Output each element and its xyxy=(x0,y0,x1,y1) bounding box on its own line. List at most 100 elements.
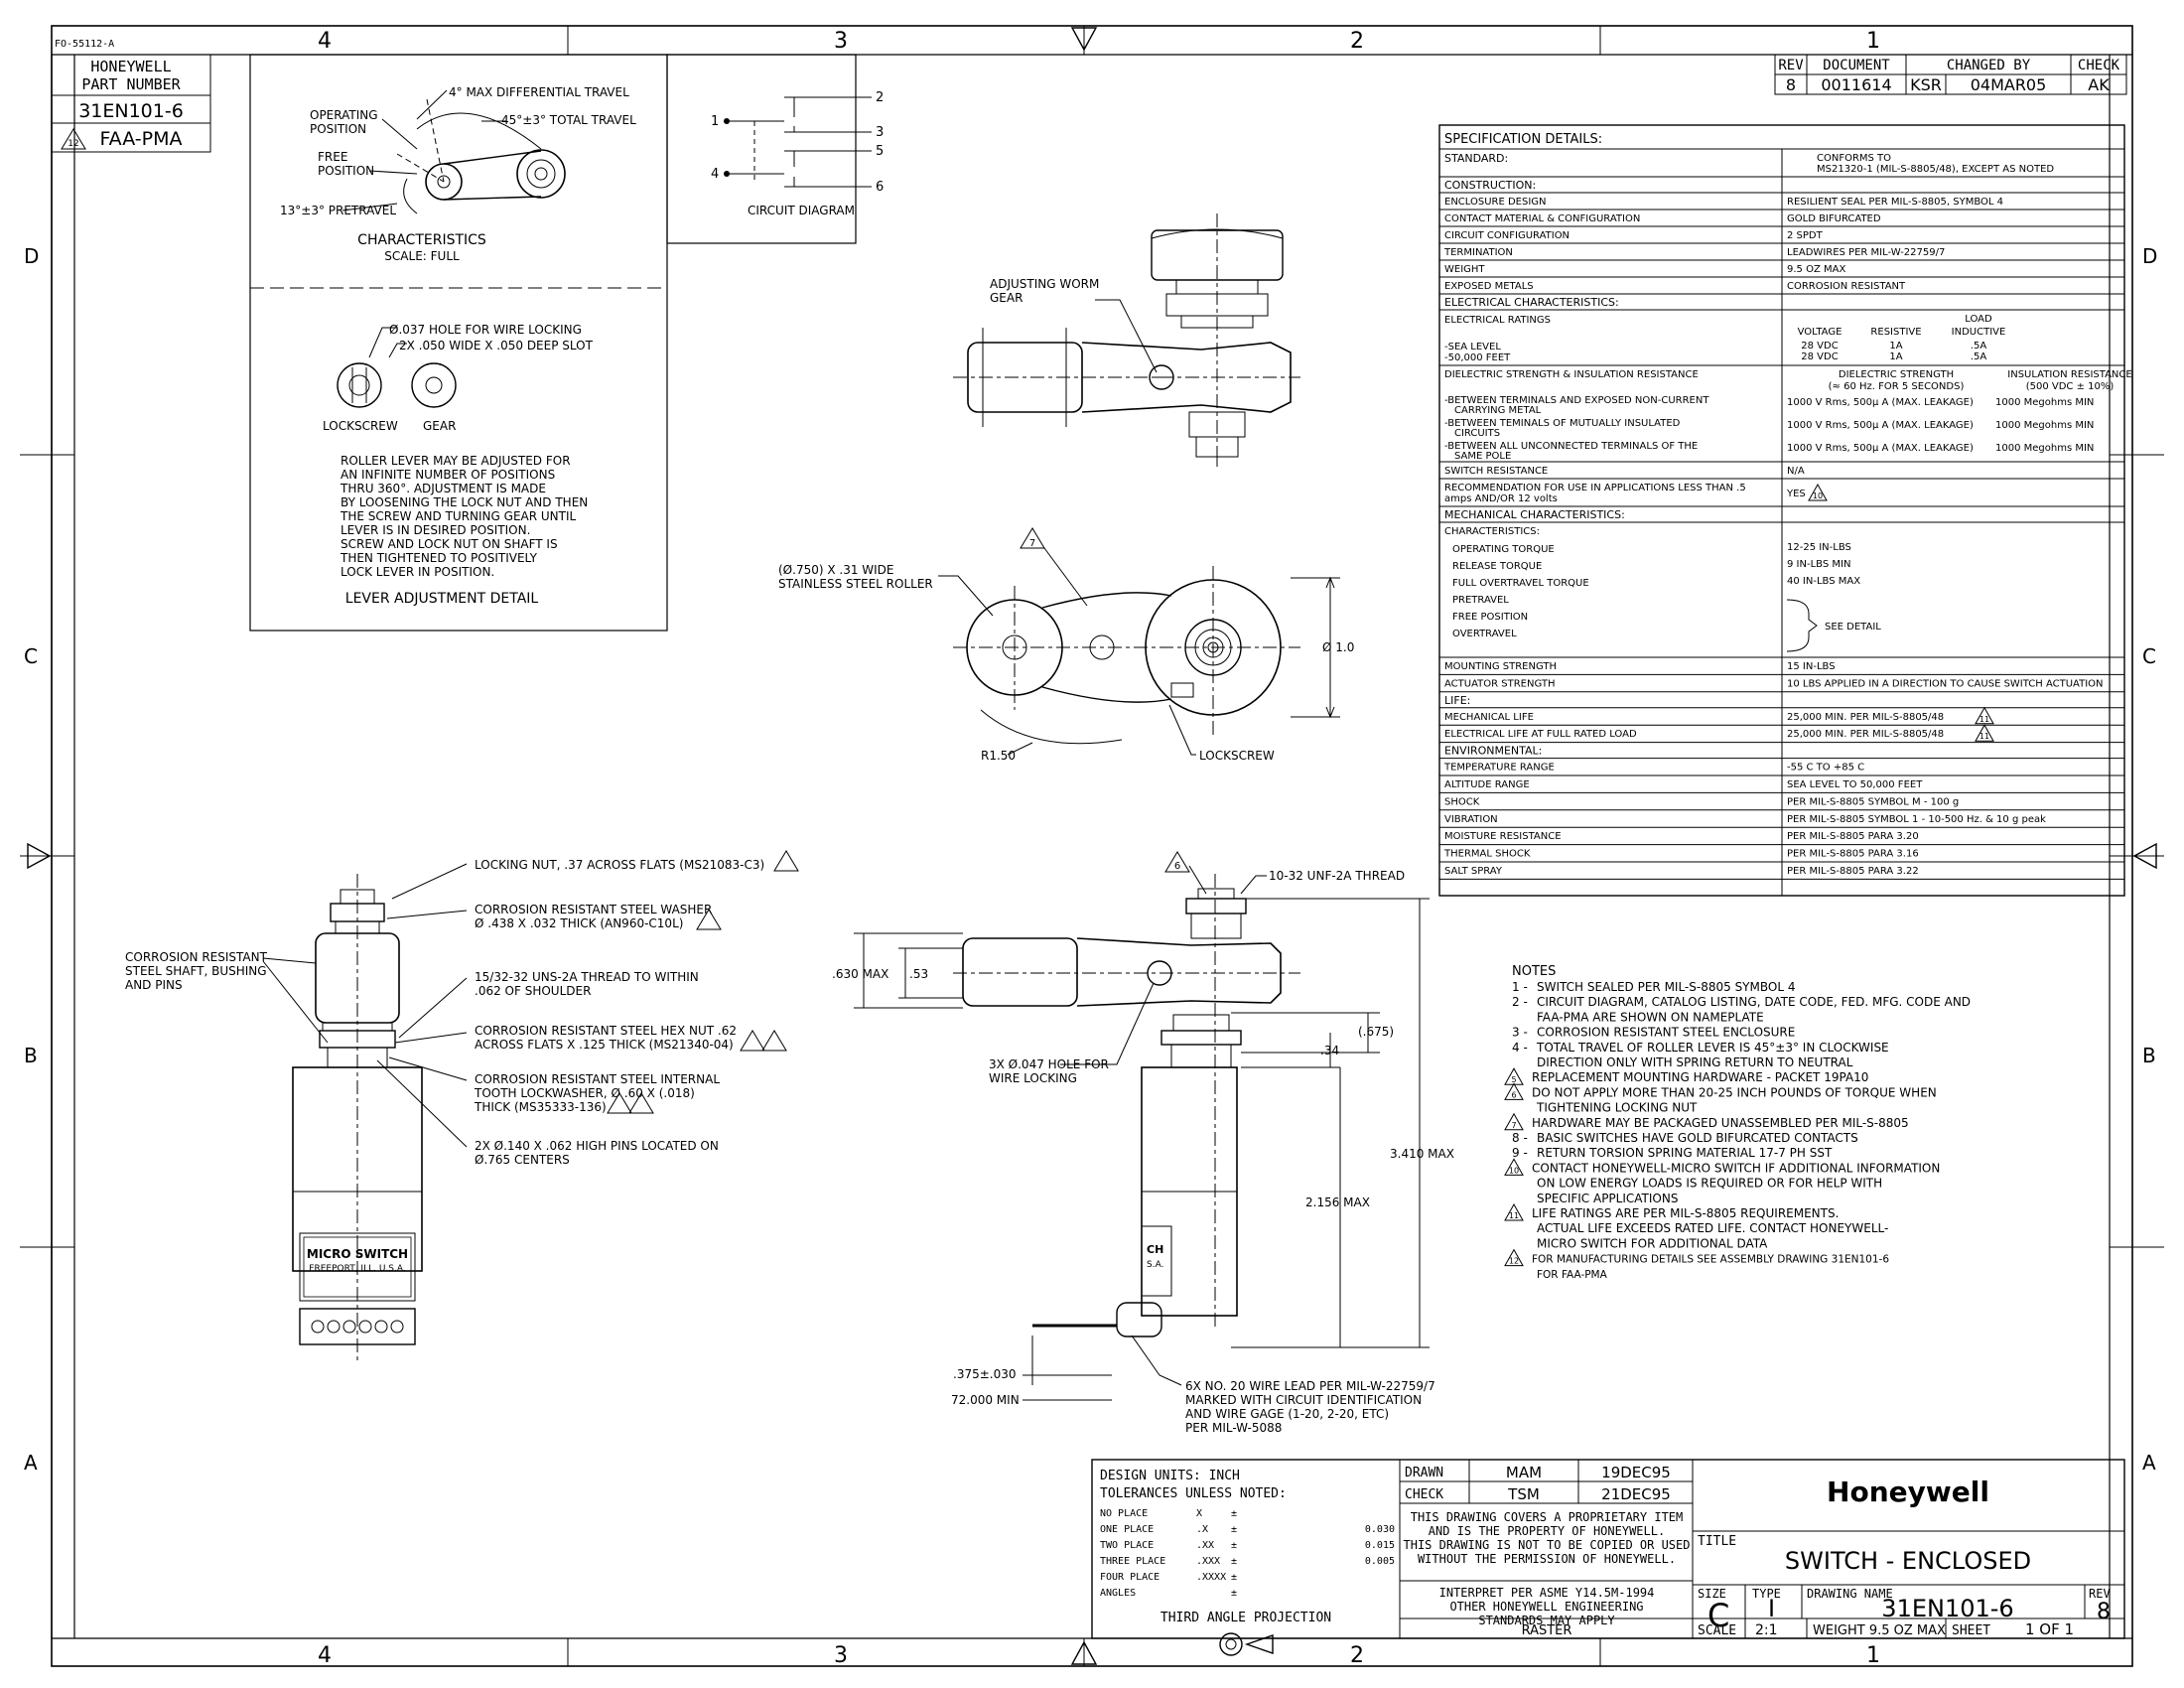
tolerance-0-t2: X xyxy=(1196,1508,1202,1519)
mech-see-detail: SEE DETAIL xyxy=(1825,622,1881,633)
weight-value: WEIGHT 9.5 OZ MAX xyxy=(1813,1623,1946,1638)
spec-key-6: WEIGHT xyxy=(1444,264,1485,275)
mech-item-3: PRETRAVEL xyxy=(1452,595,1509,606)
spec-key-7: EXPOSED METALS xyxy=(1444,281,1534,292)
spec-value-4: 2 SPDT xyxy=(1787,230,1824,241)
note-5-line-0: DO NOT APPLY MORE THAN 20-25 INCH POUNDS… xyxy=(1532,1085,1937,1099)
lever-text-7: THEN TIGHTENED TO POSITIVELY xyxy=(340,551,538,565)
drawn-label: DRAWN xyxy=(1405,1466,1443,1480)
spec3-key-7: ALTITUDE RANGE xyxy=(1444,779,1530,790)
char-label-diff: 4° MAX DIFFERENTIAL TRAVEL xyxy=(449,85,629,99)
elec-r1-1: 1A xyxy=(1889,341,1902,352)
notes: NOTES 1 -SWITCH SEALED PER MIL-S-8805 SY… xyxy=(1504,964,1971,1281)
circuit-title: CIRCUIT DIAGRAM xyxy=(748,204,855,217)
spec3-key-11: THERMAL SHOCK xyxy=(1443,849,1531,860)
rev-check: AK xyxy=(2088,75,2110,94)
diel-row-b-2: 1000 Megohms MIN xyxy=(1995,443,2094,454)
lever-text-0: ROLLER LEVER MAY BE ADJUSTED FOR xyxy=(341,454,571,468)
note-3-line-0: TOTAL TRAVEL OF ROLLER LEVER IS 45°±3° I… xyxy=(1536,1041,1889,1055)
elec-voltage: VOLTAGE xyxy=(1798,327,1843,338)
spec-key-4: CIRCUIT CONFIGURATION xyxy=(1444,230,1570,241)
callout-thread-1: 15/32-32 UNS-2A THREAD TO WITHIN xyxy=(475,970,699,984)
elec-r1-0: 28 VDC xyxy=(1801,341,1838,352)
check-date: 21DEC95 xyxy=(1601,1485,1671,1503)
characteristics-scale: SCALE: FULL xyxy=(384,249,460,263)
circuit-terminal-5: 5 xyxy=(876,144,884,159)
note-flag-4: 5 xyxy=(1511,1075,1516,1084)
drawing-title: SWITCH - ENCLOSED xyxy=(1785,1547,2031,1575)
note-10-line-2: MICRO SWITCH FOR ADDITIONAL DATA xyxy=(1537,1236,1768,1250)
characteristics-view: 4° MAX DIFFERENTIAL TRAVEL 45°±3° TOTAL … xyxy=(280,85,636,263)
spec-value-3: GOLD BIFURCATED xyxy=(1787,213,1881,224)
asme-3: STANDARDS MAY APPLY xyxy=(1478,1614,1615,1627)
note-number-3: 4 - xyxy=(1512,1041,1528,1055)
side-thread: 10-32 UNF-2A THREAD xyxy=(1269,869,1405,883)
char-label-pretravel: 13°±3° PRETRAVEL xyxy=(280,204,396,217)
lever-text-8: LOCK LEVER IN POSITION. xyxy=(341,565,494,579)
zone-col-4-bottom: 4 xyxy=(318,1643,332,1668)
part-number: 31EN101-6 xyxy=(78,100,184,122)
roller-label-2: STAINLESS STEEL ROLLER xyxy=(778,577,933,591)
lever-text-2: THRU 360°. ADJUSTMENT IS MADE xyxy=(340,482,546,495)
spec-key-2: ENCLOSURE DESIGN xyxy=(1444,197,1547,208)
spec3-value-0: 15 IN-LBS xyxy=(1787,661,1836,672)
tolerance-5-t1: ANGLES xyxy=(1100,1588,1136,1599)
callout-lockwasher-1: CORROSION RESISTANT STEEL INTERNAL xyxy=(475,1072,720,1086)
zone-row-a-left: A xyxy=(24,1451,38,1475)
spec3-value-1: 10 LBS APPLIED IN A DIRECTION TO CAUSE S… xyxy=(1787,678,2104,689)
callout-hexnut-1: CORROSION RESISTANT STEEL HEX NUT .62 xyxy=(475,1024,737,1038)
spec3-value-7: SEA LEVEL TO 50,000 FEET xyxy=(1787,779,1923,790)
callout-locking-nut: LOCKING NUT, .37 ACROSS FLATS (MS21083-C… xyxy=(475,858,764,872)
tolerance-1-t4: 0.030 xyxy=(1365,1524,1395,1535)
note-11-line-1: FOR FAA-PMA xyxy=(1537,1269,1608,1281)
drawing-name: 31EN101-6 xyxy=(1881,1595,2013,1622)
spec3-key-1: ACTUATOR STRENGTH xyxy=(1444,678,1555,689)
form-id: FO-55112-A xyxy=(55,39,114,50)
callout-hexnut-2: ACROSS FLATS X .125 THICK (MS21340-04) xyxy=(475,1038,734,1052)
tolerance-4-t1: FOUR PLACE xyxy=(1100,1572,1160,1583)
spec2-section-2: MECHANICAL CHARACTERISTICS: xyxy=(1444,508,1625,521)
zone-col-3-top: 3 xyxy=(834,29,848,54)
note-flag-10-icon xyxy=(1504,1202,1524,1221)
mech-item-2: FULL OVERTRAVEL TORQUE xyxy=(1452,578,1589,589)
rev-date: 04MAR05 xyxy=(1971,75,2047,94)
tolerances-label: TOLERANCES UNLESS NOTED: xyxy=(1100,1486,1287,1501)
shaft-note-1: CORROSION RESISTANT xyxy=(125,950,268,964)
diel-row-b-1: 1000 Megohms MIN xyxy=(1995,420,2094,431)
lead-note-3: AND WIRE GAGE (1-20, 2-20, ETC) xyxy=(1185,1407,1389,1421)
rev-label: REV xyxy=(2089,1587,2111,1601)
tolerance-2-t3: ± xyxy=(1231,1540,1237,1551)
rev-changed-by: KSR xyxy=(1910,75,1942,94)
zone-col-1-top: 1 xyxy=(1866,29,1880,54)
spec3-value-8: PER MIL-S-8805 SYMBOL M - 100 g xyxy=(1787,796,1959,807)
note-number-0: 1 - xyxy=(1512,980,1528,994)
wire-hole-2: WIRE LOCKING xyxy=(989,1071,1077,1085)
tolerance-3-t1: THREE PLACE xyxy=(1100,1556,1165,1567)
tolerance-2-t4: 0.015 xyxy=(1365,1540,1395,1551)
elec-ratings: ELECTRICAL RATINGS xyxy=(1444,315,1551,326)
note-10-line-1: ACTUAL LIFE EXCEEDS RATED LIFE. CONTACT … xyxy=(1537,1221,1888,1235)
callout-pins-1: 2X Ø.140 X .062 HIGH PINS LOCATED ON xyxy=(475,1139,719,1153)
honeywell-logo: Honeywell xyxy=(1827,1476,1989,1508)
tolerance-3-t3: ± xyxy=(1231,1556,1237,1567)
callout-washer-2: Ø .438 X .032 THICK (AN960-C10L) xyxy=(475,916,683,930)
shaft-note-3: AND PINS xyxy=(125,978,183,992)
zone-row-d-right: D xyxy=(2142,244,2157,268)
diel-key: DIELECTRIC STRENGTH & INSULATION RESISTA… xyxy=(1444,369,1699,380)
size-label: SIZE xyxy=(1698,1587,1726,1601)
diel-h2b: (500 VDC ± 10%) xyxy=(2026,381,2115,392)
tolerance-1-t3: ± xyxy=(1231,1524,1237,1535)
rev-header-rev: REV xyxy=(1778,58,1804,73)
roller-lockscrew: LOCKSCREW xyxy=(1199,749,1275,763)
zone-row-b-right: B xyxy=(2142,1044,2156,1067)
spec2-flag-1: 10 xyxy=(1813,492,1823,500)
rev-value: 8 xyxy=(1786,75,1796,94)
spec-value-6: 9.5 OZ MAX xyxy=(1787,264,1845,275)
spec3-key-6: TEMPERATURE RANGE xyxy=(1443,763,1555,774)
lever-text-6: SCREW AND LOCK NUT ON SHAFT IS xyxy=(341,537,558,551)
spec3-flag-3-icon xyxy=(1975,706,1994,725)
spec3-key-10: MOISTURE RESISTANCE xyxy=(1444,831,1562,842)
sheet-label: SHEET xyxy=(1952,1623,1990,1638)
